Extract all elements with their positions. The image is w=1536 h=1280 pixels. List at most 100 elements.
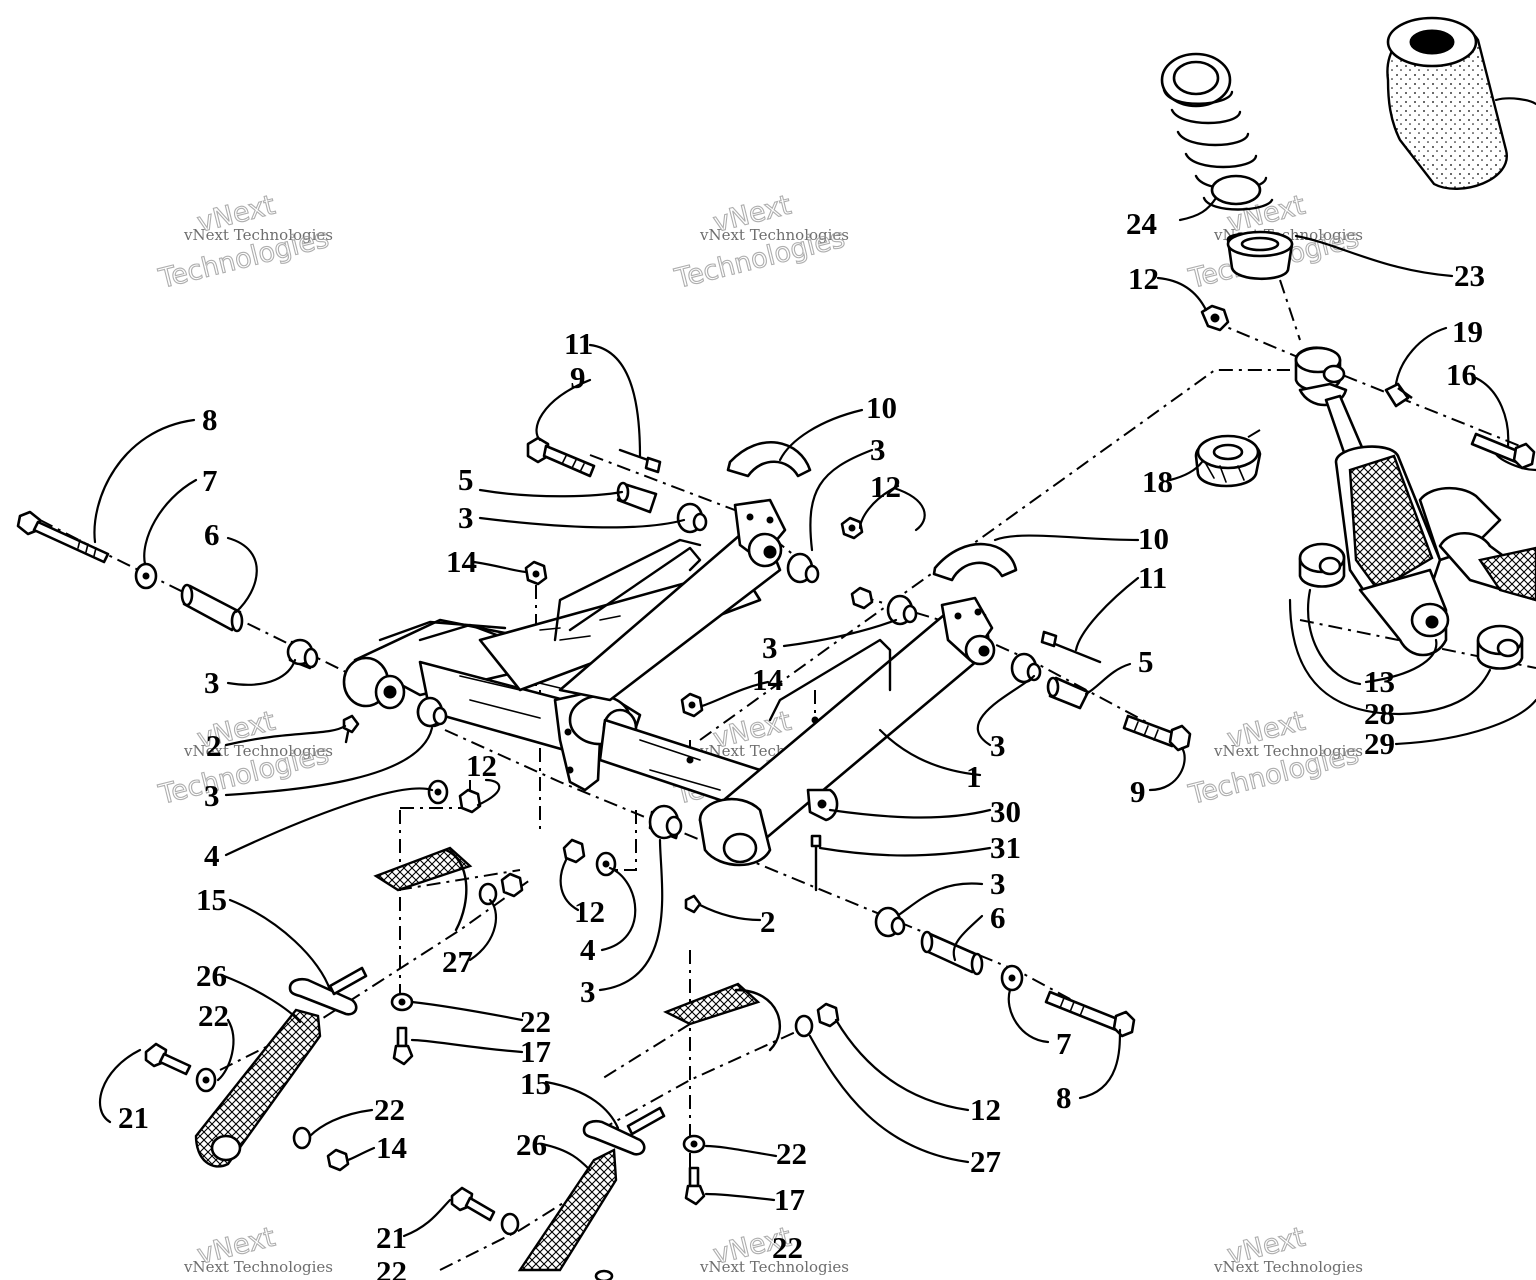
callout-label: 21 (376, 1220, 407, 1255)
bolt-21-left (144, 1042, 192, 1076)
callout-label: 12 (1128, 261, 1159, 296)
grease-fitting-11-right (1040, 630, 1102, 664)
watermark-text: vNext Technologies (1213, 1258, 1363, 1276)
lockwasher-27-left (478, 882, 498, 906)
callout-label: 16 (1446, 357, 1477, 392)
callout-label: 18 (1142, 464, 1173, 499)
washer-22-right (500, 1212, 520, 1236)
bolt-8-left (16, 510, 110, 564)
callout-label: 15 (520, 1066, 551, 1101)
nut-14-center (680, 692, 704, 764)
callout-label: 12 (970, 1092, 1001, 1127)
callout-label: 14 (446, 544, 477, 579)
callout-label: 12 (466, 748, 497, 783)
grease-fitting-2-left (342, 714, 360, 744)
watermark-text: vNext Technologies (183, 742, 333, 760)
callout-label: 8 (202, 402, 218, 437)
callout-label: 9 (1130, 774, 1146, 809)
callout-label: 27 (442, 944, 473, 979)
callout-label: 30 (990, 794, 1021, 829)
nut-12-shock (1200, 304, 1230, 332)
bolt-16 (1470, 432, 1536, 470)
callout-label: 2 (206, 728, 222, 763)
callout-label: 17 (520, 1034, 551, 1069)
washer-22-left-lower (292, 1126, 312, 1150)
callout-labels: 1 2 2 3 3 3 3 3 3 3 3 3 4 4 5 5 6 6 7 7 … (118, 206, 1485, 1280)
callout-label: 17 (774, 1182, 805, 1217)
skid-pad-right (599, 982, 781, 1081)
callout-label: 22 (374, 1092, 405, 1127)
washer-22-bottom (594, 1269, 614, 1280)
callout-label: 5 (458, 462, 474, 497)
callout-label: 10 (1138, 521, 1169, 556)
watermark-text: vNext Technologies (1213, 742, 1363, 760)
watermark-mid-left: vNext Technologies vNext Technologies (155, 705, 333, 812)
bushing-3-right-lower (874, 906, 906, 938)
washer-22-center-right (682, 1134, 706, 1154)
callout-label: 2 (760, 904, 776, 939)
washer-7-left (134, 562, 158, 590)
watermark-bottom-left: vNext Technologies vNext (183, 1221, 333, 1276)
callout-label: 11 (1138, 560, 1167, 595)
watermark-top-center: vNext Technologies vNext Technologies (671, 189, 849, 296)
upper-arm-rear (553, 498, 787, 702)
nut-12-left-lower (500, 872, 524, 898)
bolt-17-center-right (684, 1166, 706, 1206)
watermark-text: vNext Technologies (183, 226, 333, 244)
shock-body (1324, 394, 1536, 657)
washer-22-center-left (390, 992, 414, 1012)
pin-19 (1384, 382, 1413, 408)
nut-14-left-lower (326, 1148, 350, 1172)
callout-label: 27 (970, 1144, 1001, 1179)
grease-fitting-11-upper (618, 448, 662, 474)
watermark-text: vNext Technologies (183, 1258, 333, 1276)
watermark-text: vNext Technologies (699, 1258, 849, 1276)
callout-label: 14 (376, 1130, 407, 1165)
callout-label: 28 (1364, 696, 1395, 731)
pin-31 (810, 834, 822, 892)
callout-label: 29 (1364, 726, 1395, 761)
bushing-3-mid (886, 594, 918, 626)
callout-label: 10 (866, 390, 897, 425)
bushing-3-center-lower (648, 804, 683, 840)
grease-fitting-2-center (684, 894, 702, 914)
bushing-3-upper-right (786, 552, 820, 584)
cap-10-right (932, 542, 1018, 582)
callout-label: 22 (376, 1254, 407, 1280)
leader-lines (93, 97, 1536, 1238)
bracket-26-left (194, 1008, 322, 1168)
spacer-6-left (180, 583, 244, 633)
callout-label: 12 (870, 469, 901, 504)
spacer-5-right (1046, 676, 1090, 710)
callout-label: 3 (762, 630, 778, 665)
callout-label: 21 (118, 1100, 149, 1135)
callout-label: 9 (570, 360, 586, 395)
spring-seat-23 (1226, 230, 1294, 281)
callout-label: 3 (580, 974, 596, 1009)
nut-14-upper (524, 560, 548, 586)
bushing-28 (1476, 624, 1524, 670)
watermark-top-left: vNext Technologies vNext Technologies (155, 189, 333, 296)
bolt-9-upper (526, 436, 596, 478)
callout-label: 3 (204, 665, 220, 700)
watermark-bottom-right: vNext Technologies vNext (1213, 1221, 1363, 1276)
callout-label: 24 (1126, 206, 1157, 241)
callout-label: 4 (580, 932, 596, 967)
bumper-18 (1194, 434, 1262, 488)
callout-label: 3 (990, 866, 1006, 901)
bracket-26-right (517, 1148, 618, 1272)
callout-label: 14 (752, 662, 783, 697)
spring-24 (1160, 52, 1274, 211)
callout-label: 12 (574, 894, 605, 929)
callout-label: 6 (990, 900, 1006, 935)
watermark-text: vNext Technologies (699, 226, 849, 244)
spacer-6-right (920, 930, 984, 976)
callout-label: 3 (870, 432, 886, 467)
callout-label: 8 (1056, 1080, 1072, 1115)
stud-15-right (626, 1106, 666, 1136)
washer-22-left (195, 1067, 217, 1093)
stud-15-left (328, 966, 368, 996)
callout-label: 22 (772, 1230, 803, 1265)
skid-pad-left (373, 846, 521, 932)
